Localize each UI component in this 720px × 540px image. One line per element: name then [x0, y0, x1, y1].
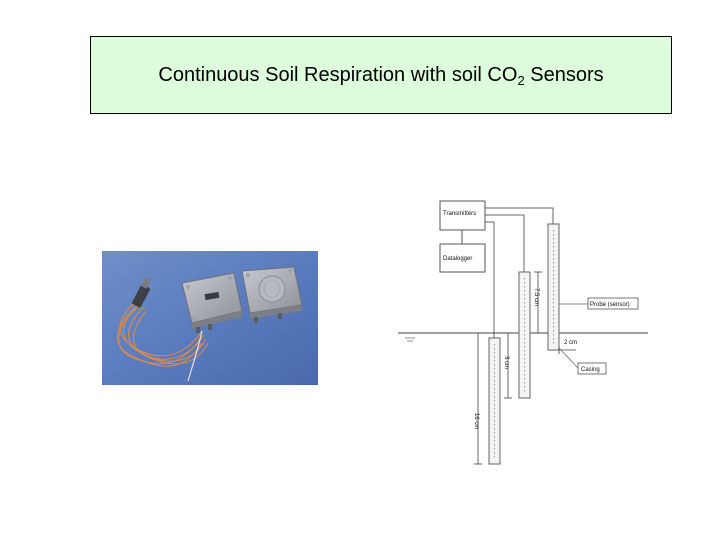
title-suffix: Sensors: [524, 63, 604, 86]
transmitter-box-right: [241, 266, 303, 323]
dimension-medium: [504, 333, 512, 399]
slide-title: Continuous Soil Respiration with soil CO…: [158, 64, 603, 87]
probe-label: Probe (sensor): [590, 302, 630, 308]
title-prefix: Continuous Soil Respiration with soil CO: [158, 63, 518, 86]
dimension-long: [474, 332, 482, 465]
datalogger-box: [439, 243, 486, 273]
dimension-short: [534, 271, 542, 333]
orange-cable: [117, 298, 209, 367]
probe-tube-medium: [518, 271, 531, 399]
casing-label-box: [577, 362, 607, 375]
dim-width-label: 2 cm: [564, 340, 577, 346]
transmitters-box: [439, 200, 486, 231]
title-box: Continuous Soil Respiration with soil CO…: [90, 36, 672, 114]
sensor-photo: [102, 251, 318, 385]
probe-label-box: [587, 297, 639, 310]
casing-pointer: [558, 347, 579, 369]
wires: [485, 207, 554, 338]
transmitters-label: Transmitters: [443, 211, 476, 217]
casing-label: Casing: [581, 367, 600, 373]
probe-tube-short: [547, 223, 560, 351]
datalogger-label: Datalogger: [443, 256, 472, 262]
probe: [132, 277, 151, 308]
dim-medium-label: 7.5 cm: [533, 288, 539, 306]
ground-symbol: [405, 337, 415, 342]
probe-tube-long: [488, 337, 501, 465]
probe-diagram: Transmitters Datalogger 16 cm 3 cm 7.5: [398, 200, 648, 465]
transmitter-box-left: [181, 272, 243, 333]
dim-long-label: 16 cm: [473, 413, 479, 429]
dim-small-label: 3 cm: [503, 356, 509, 369]
dimension-width: [558, 346, 576, 354]
title-subscript: 2: [517, 72, 525, 88]
